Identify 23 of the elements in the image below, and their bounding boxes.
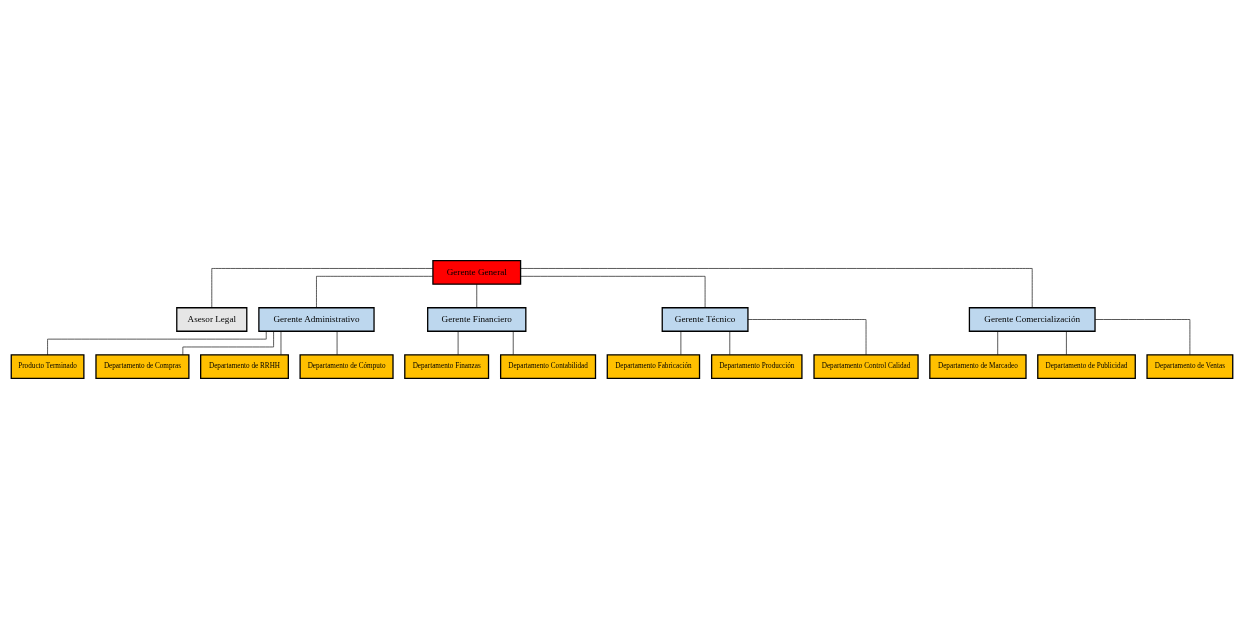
connector <box>47 331 267 356</box>
connector <box>997 331 999 355</box>
connector <box>457 331 459 355</box>
node-box: Gerente Financiero <box>427 307 527 332</box>
connector <box>476 283 478 308</box>
connector <box>747 319 867 356</box>
connector <box>729 331 731 355</box>
node-box: Gerente Comercialización <box>968 307 1096 332</box>
node-box: Gerente General <box>432 259 522 285</box>
connector <box>1094 319 1191 356</box>
connector <box>680 331 682 355</box>
connector <box>280 331 282 355</box>
node-box: Gerente Administrativo <box>258 307 375 332</box>
connector <box>520 268 1033 308</box>
connector <box>520 276 706 309</box>
connector <box>211 268 434 308</box>
node-box: Asesor Legal <box>176 307 248 332</box>
connector <box>512 331 514 355</box>
node-box: Gerente Técnico <box>661 307 749 332</box>
connector <box>182 331 274 356</box>
connector <box>336 331 338 355</box>
connector <box>1066 331 1067 355</box>
connector <box>316 276 434 309</box>
